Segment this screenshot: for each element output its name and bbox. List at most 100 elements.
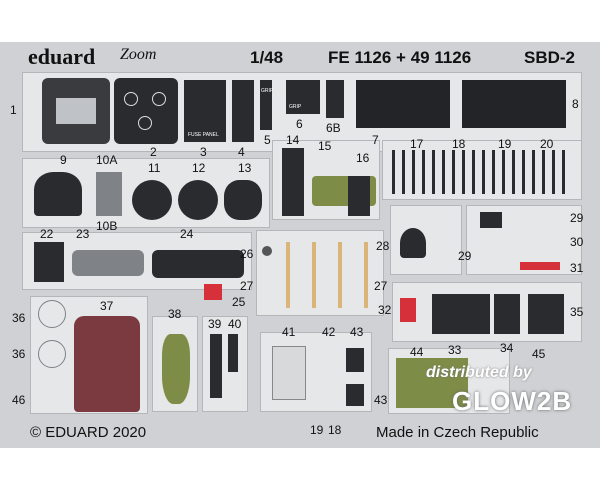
part-40 <box>228 334 238 372</box>
part-41 <box>272 346 306 400</box>
panel-window <box>56 98 96 124</box>
part-number: 19 <box>310 423 324 437</box>
part-number: 9 <box>60 153 67 167</box>
part-38-green-seat <box>162 334 190 404</box>
part-number: 12 <box>192 161 206 175</box>
part-number: 43 <box>374 393 388 407</box>
part-number: 3 <box>200 145 207 159</box>
part-39 <box>210 334 222 398</box>
part-27-brass-strips <box>276 242 372 308</box>
grip-text-5: GRIP <box>261 88 274 94</box>
part-31-red <box>520 262 560 270</box>
part-number: 32 <box>378 303 392 317</box>
part-3-fuse-panel: FUSE PANEL <box>184 80 226 142</box>
grip-text-6: GRIP <box>289 104 302 110</box>
part-number: 15 <box>318 139 332 153</box>
made-in: Made in Czech Republic <box>376 424 539 441</box>
gauge-icon <box>138 116 152 130</box>
gauge-icon <box>124 92 138 106</box>
gauge-icon <box>152 92 166 106</box>
part-29 <box>480 212 502 228</box>
part-number: 5 <box>264 133 271 147</box>
part-16 <box>348 176 370 216</box>
part-number: 13 <box>238 161 252 175</box>
part-13 <box>224 180 262 220</box>
part-34 <box>494 294 520 334</box>
part-36-wheel <box>38 300 66 328</box>
brand-logo: eduard <box>28 44 96 69</box>
part-number: 29 <box>570 211 584 225</box>
part-37-maroon-panel <box>74 316 140 412</box>
part-44-green-plate <box>396 358 468 408</box>
part-5-grip <box>260 80 272 130</box>
part-number: 37 <box>100 299 114 313</box>
part-14 <box>282 148 304 216</box>
part-33 <box>432 294 490 334</box>
part-number: 26 <box>240 247 254 261</box>
part-number: 29 <box>458 249 472 263</box>
part-number: 42 <box>322 325 336 339</box>
part-9 <box>34 172 82 216</box>
part-43 <box>346 348 364 372</box>
scale-label: 1/48 <box>250 48 284 67</box>
part-6b <box>326 80 344 118</box>
part-26 <box>262 246 272 256</box>
part-number: 19 <box>498 137 512 151</box>
part-number: 2 <box>150 145 157 159</box>
part-number: 8 <box>572 97 579 111</box>
part-number: 34 <box>500 341 514 355</box>
part-6 <box>286 80 320 114</box>
part-number: 36 <box>12 311 26 325</box>
part-number: 43 <box>350 325 364 339</box>
part-number: 20 <box>540 137 554 151</box>
part-28 <box>400 228 426 258</box>
part-number: 25 <box>232 295 246 309</box>
part-number: 39 <box>208 317 222 331</box>
part-number: 4 <box>238 145 245 159</box>
copyright: © EDUARD 2020 <box>30 424 147 441</box>
part-8-panel <box>462 80 566 128</box>
watermark-line1: distributed by <box>426 364 532 381</box>
part-number: 30 <box>570 235 584 249</box>
part-number: 6 <box>296 117 303 131</box>
part-number: 22 <box>40 227 54 241</box>
part-number: 40 <box>228 317 242 331</box>
zoom-logo: Zoom <box>120 46 157 63</box>
part-36-wheel <box>38 340 66 368</box>
part-23 <box>72 250 144 276</box>
part-number: 36 <box>12 347 26 361</box>
part-32-red <box>400 298 416 322</box>
part-number: 16 <box>356 151 370 165</box>
part-number: 11 <box>148 161 161 175</box>
frame-39-40 <box>202 316 248 412</box>
part-43 <box>346 384 364 406</box>
part-number: 18 <box>452 137 466 151</box>
watermark-logo: GLOW2B <box>452 386 573 416</box>
product-code: FE 1126 + 49 1126 <box>328 48 472 67</box>
part-number: 7 <box>372 133 379 147</box>
part-4 <box>232 80 254 142</box>
part-number: 17 <box>410 137 424 151</box>
part-number: 41 <box>282 325 296 339</box>
part-number: 27 <box>240 279 254 293</box>
part-number: 10B <box>96 219 118 233</box>
part-number: 45 <box>532 347 546 361</box>
part-number: 6B <box>326 121 341 135</box>
part-12-gauge-cluster <box>178 180 218 220</box>
fuse-panel-text: FUSE PANEL <box>188 132 219 138</box>
part-11-gauge-cluster <box>132 180 172 220</box>
part-number: 33 <box>448 343 462 357</box>
part-7-panel <box>356 80 450 128</box>
part-2-instrument-panel <box>114 78 178 144</box>
part-17-20-switches <box>392 150 572 194</box>
part-10 <box>96 172 122 216</box>
part-number: 24 <box>180 227 194 241</box>
part-number: 27 <box>374 279 388 293</box>
part-24 <box>152 250 244 278</box>
part-22 <box>34 242 64 282</box>
part-number: 44 <box>410 345 424 359</box>
part-35 <box>528 294 564 334</box>
part-number: 14 <box>286 133 300 147</box>
part-25-red-clip <box>204 284 222 300</box>
